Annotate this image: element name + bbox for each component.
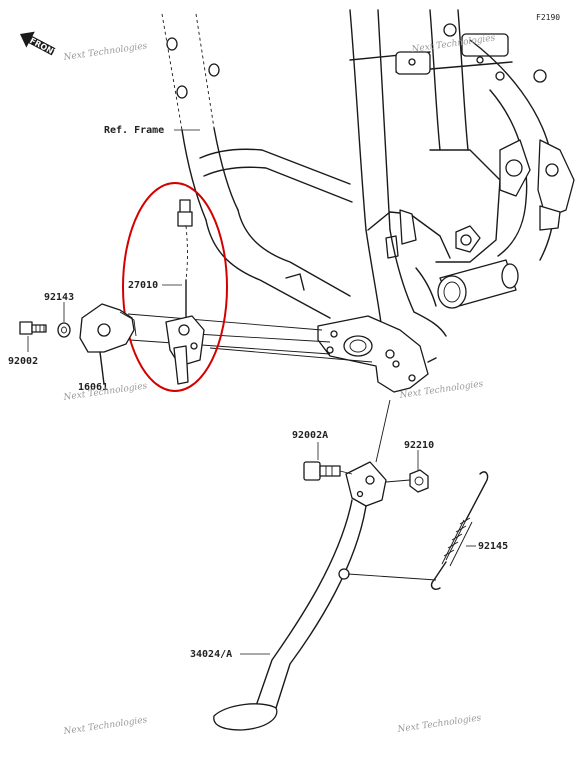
callout-92002: 92002	[8, 356, 38, 367]
side-stand-switch	[165, 199, 205, 385]
watermark: Next Technologies	[62, 41, 148, 63]
switch-plate	[79, 303, 137, 385]
callout-27010: 27010	[128, 280, 158, 291]
side-stand	[213, 399, 391, 731]
callout-92002a: 92002A	[292, 430, 328, 441]
watermark: Next Technologies	[62, 715, 148, 737]
figure-code: F2190	[536, 13, 560, 22]
bolt-92002a	[303, 461, 341, 481]
callout-92210: 92210	[404, 440, 434, 451]
nut-92210	[409, 469, 429, 493]
highlight-circle	[122, 182, 228, 392]
side-stand-bracket	[317, 315, 437, 393]
front-label: FRONT	[28, 36, 60, 59]
callout-92145: 92145	[478, 541, 508, 552]
watermark: Next Technologies	[396, 713, 482, 735]
collar-92143	[57, 322, 71, 338]
callout-16061: 16061	[78, 382, 108, 393]
front-arrow-icon: FRONT	[20, 31, 60, 59]
callout-ref-frame: Ref. Frame	[104, 125, 164, 136]
bolt-92002	[19, 321, 47, 335]
callout-34024a: 34024/A	[190, 649, 232, 660]
frame	[161, 9, 575, 337]
spring-92145	[347, 471, 489, 590]
callout-92143: 92143	[44, 292, 74, 303]
